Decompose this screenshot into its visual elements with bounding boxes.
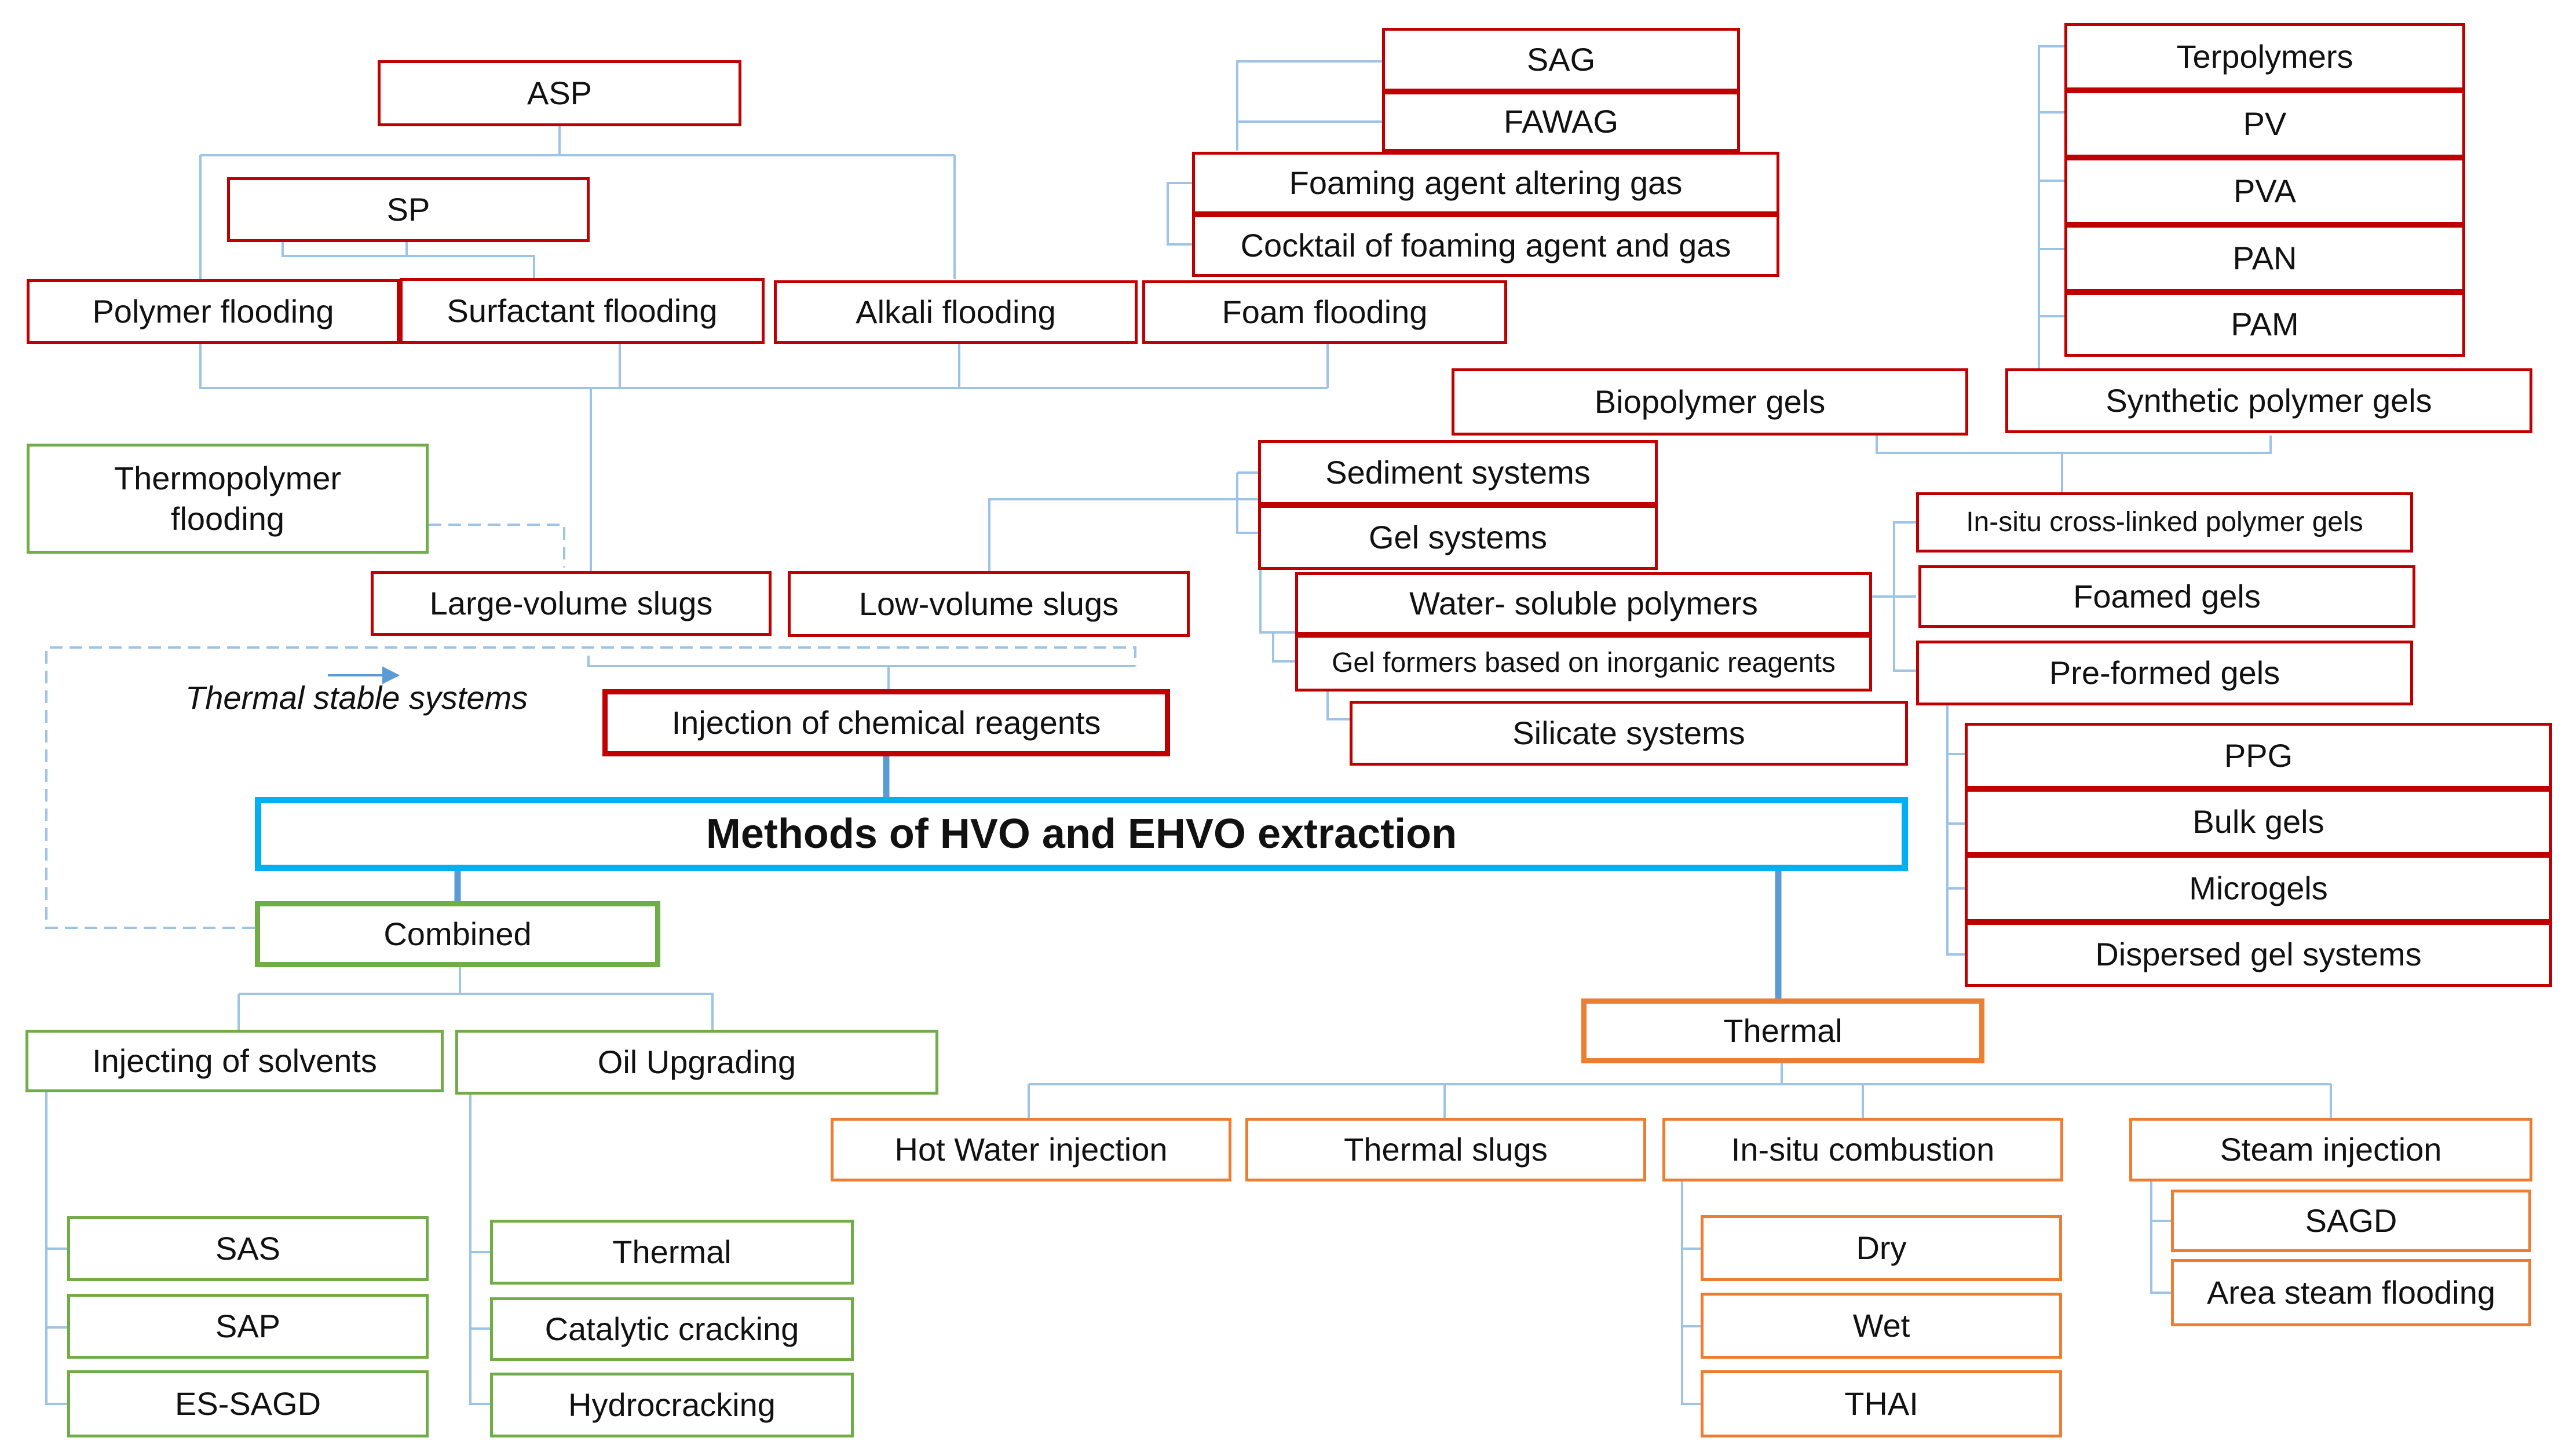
- sag-node: SAG: [1382, 28, 1740, 92]
- terpolymers-node: Terpolymers: [2064, 23, 2465, 90]
- steam-injection-node: Steam injection: [2129, 1118, 2532, 1181]
- sas-node: SAS: [67, 1216, 429, 1281]
- root-node: Methods of HVO and EHVO extraction: [255, 797, 1908, 871]
- sap-node: SAP: [67, 1294, 429, 1359]
- pam-node: PAM: [2064, 292, 2465, 357]
- polymer-flooding-node: Polymer flooding: [27, 279, 400, 344]
- water-soluble-polymers-node: Water- soluble polymers: [1295, 572, 1872, 635]
- foaming-agent-gas-node: Foaming agent altering gas: [1192, 152, 1779, 214]
- combined-node: Combined: [255, 901, 660, 967]
- thermal-slugs-node: Thermal slugs: [1245, 1118, 1646, 1181]
- bulk-gels-node: Bulk gels: [1965, 789, 2552, 855]
- thai-node: THAI: [1701, 1370, 2062, 1437]
- injecting-solvents-node: Injecting of solvents: [25, 1030, 444, 1092]
- preformed-gels-node: Pre-formed gels: [1916, 641, 2413, 705]
- insitu-crosslinked-gels-node: In-situ cross-linked polymer gels: [1916, 492, 2413, 553]
- thermal-node: Thermal: [1581, 998, 1984, 1063]
- thermopolymer-flooding-node: Thermopolymer flooding: [27, 444, 429, 554]
- thermal-stable-systems-caption: Thermal stable systems: [185, 679, 528, 716]
- pva-node: PVA: [2064, 158, 2465, 225]
- silicate-systems-node: Silicate systems: [1350, 701, 1908, 766]
- pv-node: PV: [2064, 90, 2465, 158]
- biopolymer-gels-node: Biopolymer gels: [1452, 368, 1968, 436]
- fawag-node: FAWAG: [1382, 92, 1740, 152]
- surfactant-flooding-node: Surfactant flooding: [400, 278, 765, 344]
- pan-node: PAN: [2064, 225, 2465, 292]
- wet-node: Wet: [1701, 1293, 2062, 1359]
- area-steam-flooding-node: Area steam flooding: [2171, 1259, 2531, 1326]
- sp-node: SP: [227, 177, 590, 242]
- es-sagd-node: ES-SAGD: [67, 1370, 429, 1437]
- alkali-flooding-node: Alkali flooding: [774, 280, 1138, 344]
- sediment-systems-node: Sediment systems: [1258, 440, 1658, 505]
- microgels-node: Microgels: [1965, 855, 2552, 922]
- insitu-combustion-node: In-situ combustion: [1662, 1118, 2063, 1181]
- chemical-injection-node: Injection of chemical reagents: [602, 689, 1170, 756]
- large-volume-slugs-node: Large-volume slugs: [371, 571, 772, 636]
- oil-upgrading-node: Oil Upgrading: [455, 1030, 938, 1095]
- foam-flooding-node: Foam flooding: [1142, 280, 1507, 344]
- synthetic-polymer-gels-node: Synthetic polymer gels: [2005, 368, 2532, 433]
- cocktail-foaming-gas-node: Cocktail of foaming agent and gas: [1192, 214, 1779, 277]
- ppg-node: PPG: [1965, 723, 2552, 789]
- asp-node: ASP: [378, 60, 741, 126]
- upgrading-thermal-node: Thermal: [490, 1220, 854, 1285]
- hot-water-injection-node: Hot Water injection: [831, 1118, 1231, 1181]
- hydrocracking-node: Hydrocracking: [490, 1373, 854, 1437]
- gel-systems-node: Gel systems: [1258, 505, 1658, 570]
- foamed-gels-node: Foamed gels: [1918, 565, 2415, 628]
- sagd-node: SAGD: [2171, 1190, 2531, 1252]
- dispersed-gel-systems-node: Dispersed gel systems: [1965, 922, 2552, 987]
- gel-formers-inorganic-node: Gel formers based on inorganic reagents: [1295, 635, 1872, 692]
- dry-node: Dry: [1701, 1215, 2062, 1281]
- low-volume-slugs-node: Low-volume slugs: [788, 571, 1190, 637]
- catalytic-cracking-node: Catalytic cracking: [490, 1297, 854, 1361]
